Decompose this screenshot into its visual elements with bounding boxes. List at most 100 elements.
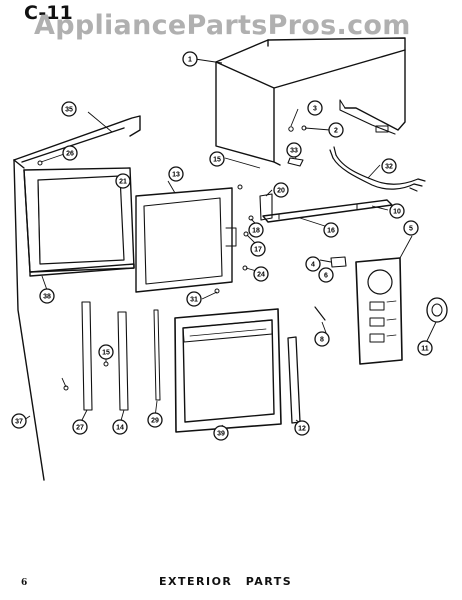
callout-circle bbox=[209, 151, 225, 167]
callout-label: 15 bbox=[102, 350, 110, 357]
callout-circle bbox=[11, 413, 27, 429]
leader-lines bbox=[23, 58, 437, 432]
callout-label: 29 bbox=[151, 418, 159, 425]
page-number: 6 bbox=[21, 578, 28, 588]
callouts: 1234568101112131415151617182021242627293… bbox=[11, 51, 433, 441]
callout-21: 21 bbox=[115, 173, 131, 189]
callout-label: 13 bbox=[172, 172, 180, 179]
latch-pin-drawing bbox=[314, 306, 326, 321]
callout-6: 6 bbox=[318, 267, 334, 283]
callout-circle bbox=[314, 331, 330, 347]
callout-label: 2 bbox=[334, 128, 338, 135]
bottom-strip-drawing bbox=[29, 263, 135, 277]
callout-label: 4 bbox=[311, 262, 315, 269]
callout-circle bbox=[61, 101, 77, 117]
screws-drawing bbox=[37, 125, 307, 391]
front-door-drawing bbox=[174, 308, 282, 433]
callout-31: 31 bbox=[186, 291, 202, 307]
callout-circle bbox=[273, 182, 289, 198]
callout-27: 27 bbox=[72, 419, 88, 435]
callout-label: 21 bbox=[119, 179, 127, 186]
callout-8: 8 bbox=[314, 331, 330, 347]
callout-circle bbox=[98, 344, 114, 360]
callout-5: 5 bbox=[403, 220, 419, 236]
callout-label: 11 bbox=[421, 346, 429, 353]
callout-24: 24 bbox=[253, 266, 269, 282]
callout-label: 32 bbox=[385, 164, 393, 171]
callout-3: 3 bbox=[307, 100, 323, 116]
callout-label: 6 bbox=[324, 273, 328, 280]
inner-door-frame-drawing bbox=[135, 187, 237, 293]
callout-33: 33 bbox=[286, 142, 302, 158]
hinge-strips-drawing bbox=[81, 301, 129, 411]
callout-circle bbox=[253, 266, 269, 282]
callout-circle bbox=[250, 241, 266, 257]
callout-label: 35 bbox=[65, 107, 73, 114]
callout-circle bbox=[417, 340, 433, 356]
callout-label: 20 bbox=[277, 188, 285, 195]
callout-label: 5 bbox=[409, 226, 413, 233]
diagram-code: C-11 bbox=[24, 2, 73, 24]
callout-label: 38 bbox=[43, 294, 51, 301]
control-panel-drawing bbox=[355, 257, 403, 365]
callout-circle bbox=[168, 166, 184, 182]
callout-circle bbox=[39, 288, 55, 304]
callout-label: 14 bbox=[116, 425, 124, 432]
callout-label: 10 bbox=[393, 209, 401, 216]
side-panel-drawing bbox=[13, 115, 141, 481]
callout-38: 38 bbox=[39, 288, 55, 304]
callout-circle bbox=[294, 420, 310, 436]
callout-14: 14 bbox=[112, 419, 128, 435]
callout-16: 16 bbox=[323, 222, 339, 238]
callout-39: 39 bbox=[213, 425, 229, 441]
callout-circle bbox=[286, 142, 302, 158]
callout-32: 32 bbox=[381, 158, 397, 174]
callout-label: 39 bbox=[217, 431, 225, 438]
diagram-title: EXTERIOR PARTS bbox=[159, 575, 293, 588]
callout-circle bbox=[213, 425, 229, 441]
callout-label: 8 bbox=[320, 337, 324, 344]
strip-29-drawing bbox=[153, 309, 161, 401]
bracket-20-drawing bbox=[259, 193, 273, 221]
outer-cabinet-drawing bbox=[215, 37, 406, 166]
callout-circle bbox=[328, 122, 344, 138]
callout-circle bbox=[115, 173, 131, 189]
power-cord-drawing bbox=[329, 146, 426, 192]
callout-29: 29 bbox=[147, 412, 163, 428]
callout-label: 37 bbox=[15, 419, 23, 426]
callout-circle bbox=[182, 51, 198, 67]
callout-circle bbox=[62, 145, 78, 161]
callout-13: 13 bbox=[168, 166, 184, 182]
callout-circle bbox=[403, 220, 419, 236]
switch-4-drawing bbox=[330, 256, 347, 268]
callout-11: 11 bbox=[417, 340, 433, 356]
callout-18: 18 bbox=[248, 222, 264, 238]
callout-circle bbox=[72, 419, 88, 435]
callout-label: 27 bbox=[76, 425, 84, 432]
callout-20: 20 bbox=[273, 182, 289, 198]
callout-label: 24 bbox=[257, 272, 265, 279]
callout-2: 2 bbox=[328, 122, 344, 138]
callout-label: 16 bbox=[327, 228, 335, 235]
callout-4: 4 bbox=[305, 256, 321, 272]
callout-circle bbox=[381, 158, 397, 174]
callout-label: 12 bbox=[298, 426, 306, 433]
callout-circle bbox=[323, 222, 339, 238]
callout-1: 1 bbox=[182, 51, 198, 67]
knob-drawing bbox=[426, 297, 448, 323]
callout-circle bbox=[318, 267, 334, 283]
bracket-33-drawing bbox=[287, 157, 304, 167]
callout-15: 15 bbox=[98, 344, 114, 360]
callout-37: 37 bbox=[11, 413, 27, 429]
callout-17: 17 bbox=[250, 241, 266, 257]
callout-label: 31 bbox=[190, 297, 198, 304]
hinge-rail-drawing bbox=[262, 199, 393, 223]
callout-15: 15 bbox=[209, 151, 225, 167]
callout-circle bbox=[112, 419, 128, 435]
callout-10: 10 bbox=[389, 203, 405, 219]
callout-circle bbox=[147, 412, 163, 428]
callout-35: 35 bbox=[61, 101, 77, 117]
handle-drawing bbox=[287, 336, 301, 424]
callout-label: 15 bbox=[213, 157, 221, 164]
